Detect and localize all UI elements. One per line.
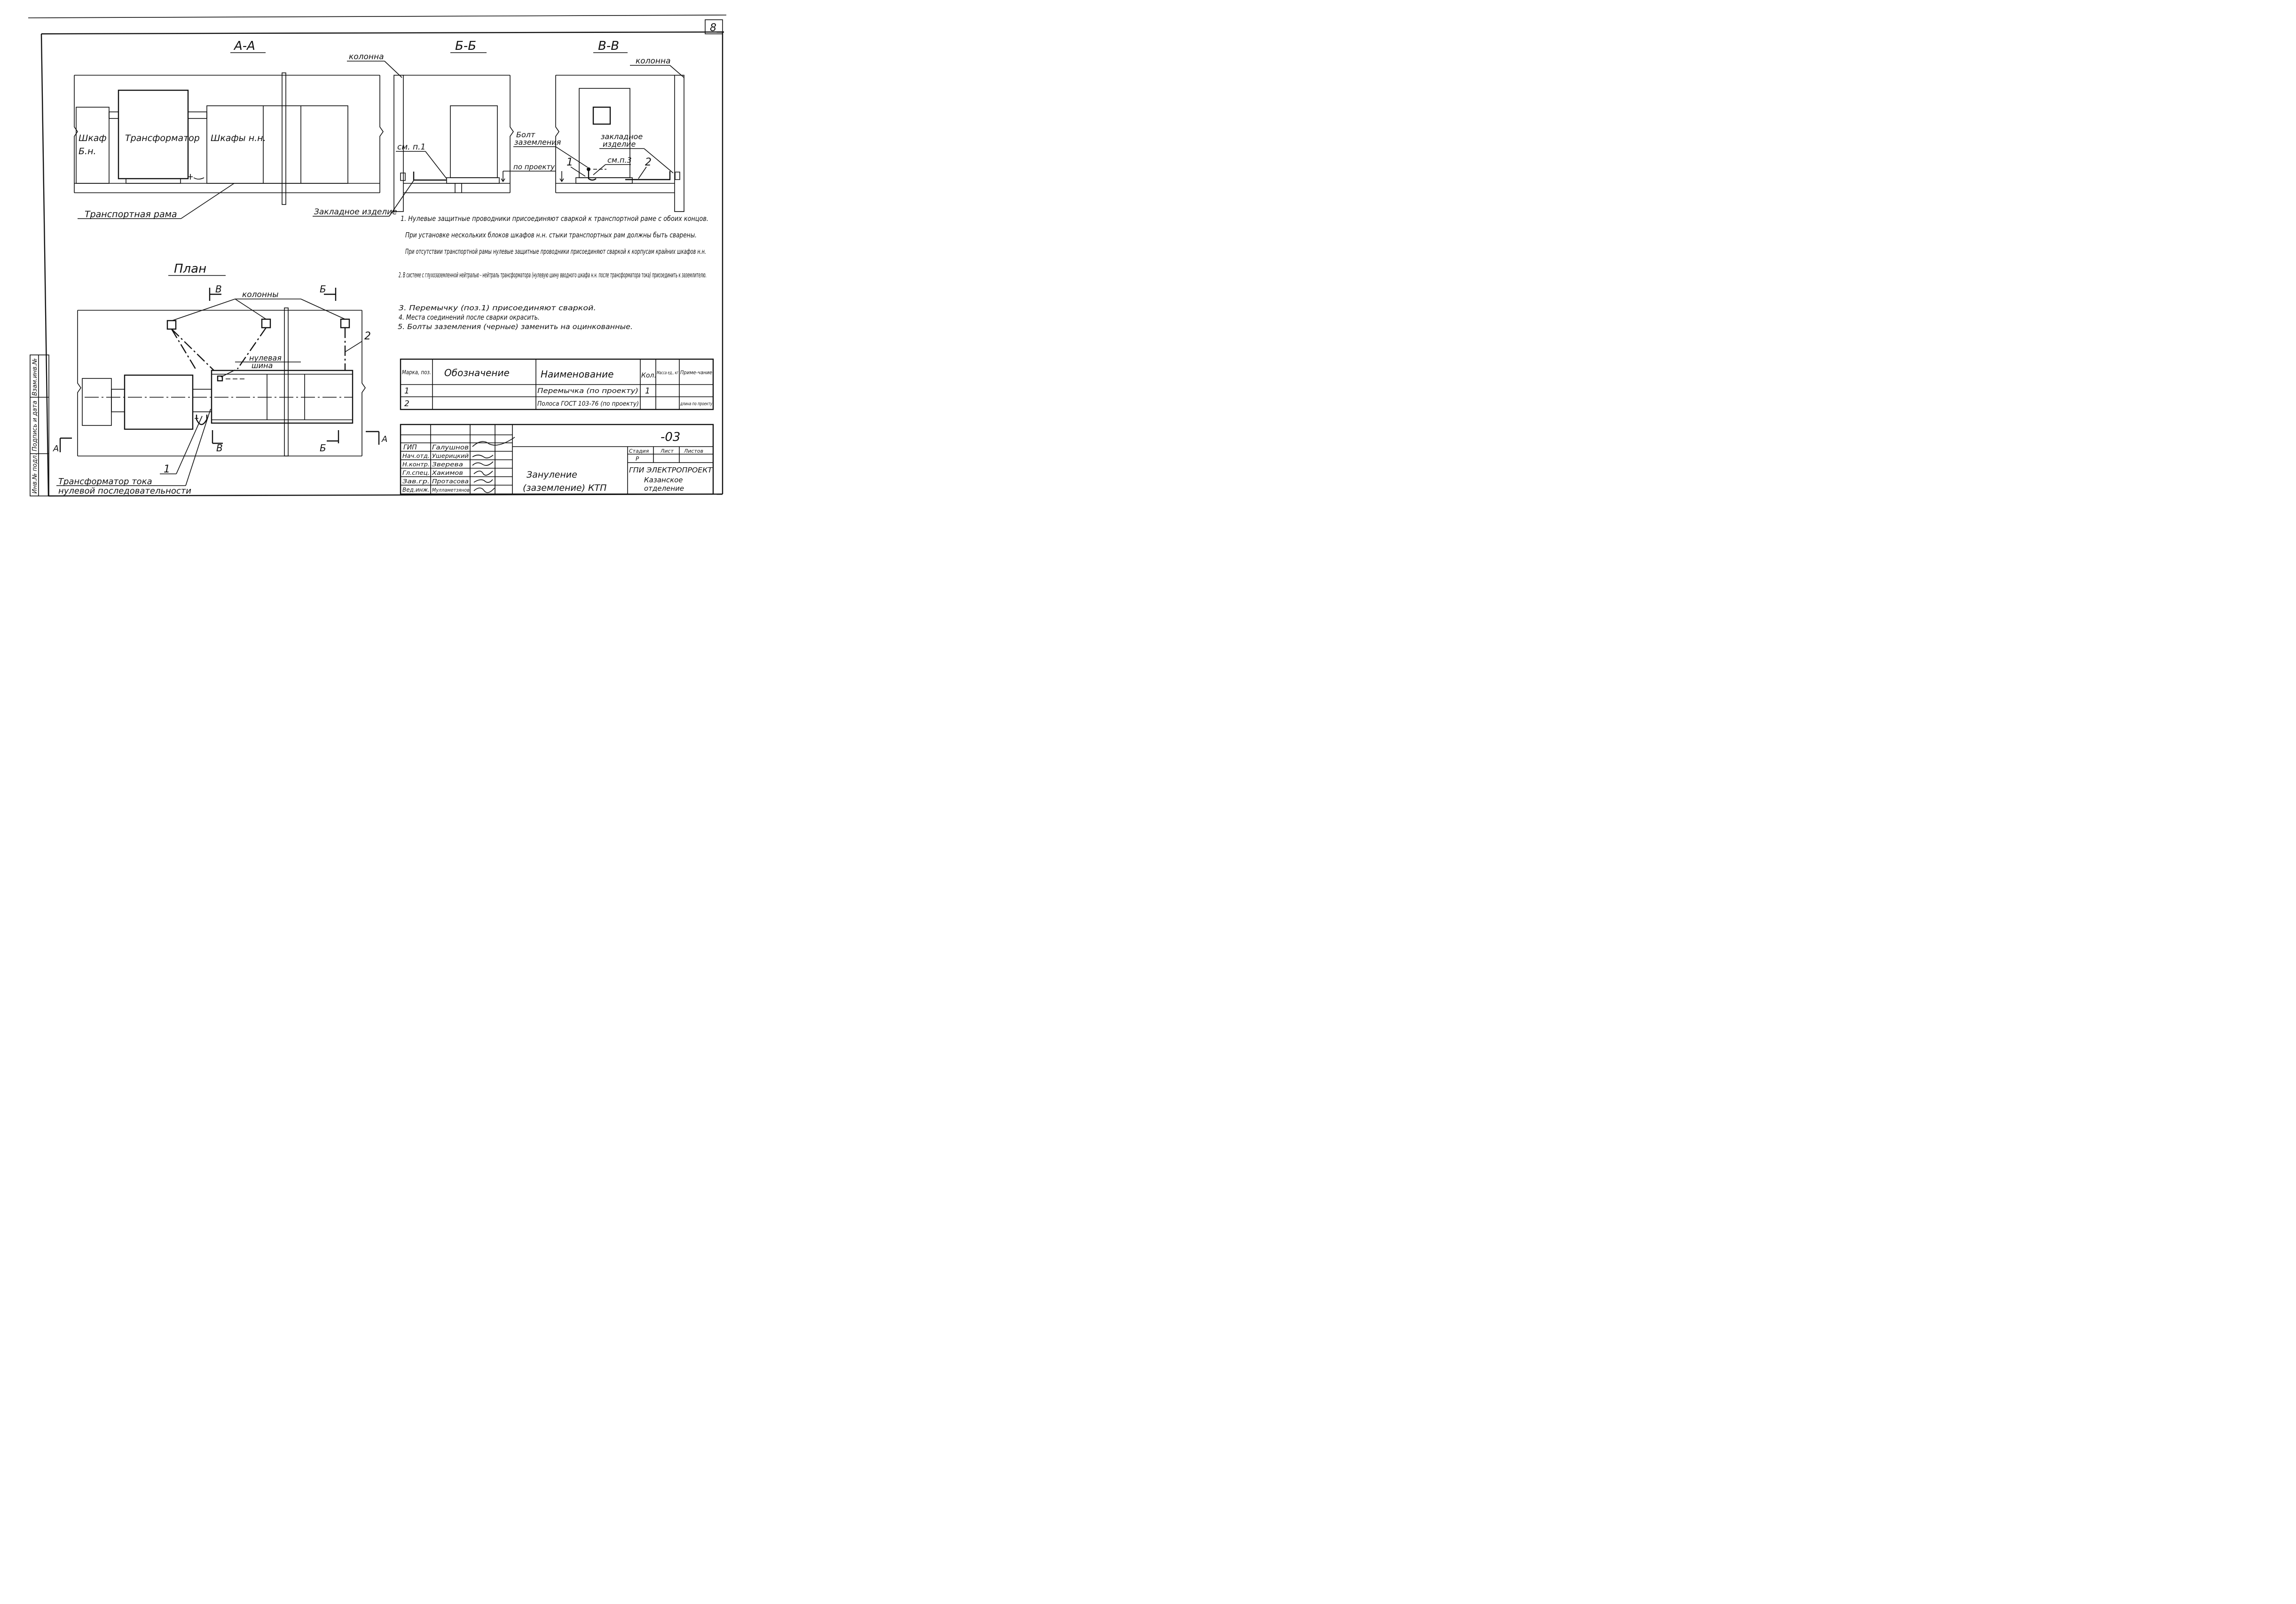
note-1: 1. Нулевые защитные проводники присоедин… [401, 214, 708, 223]
plan-column-2 [261, 318, 271, 329]
section-v-label-po-proektu: по проекту [513, 163, 555, 171]
section-v-label-see-p3: см.п.3 [607, 156, 632, 165]
spec-header-mark: Марка, поз. [402, 369, 431, 376]
plan-column-3 [340, 318, 350, 329]
spec-table: Марка, поз. Обозначение Наименование Кол… [400, 358, 714, 410]
sheet-number: 8 [710, 22, 716, 34]
section-a-a: А-А Шкаф Б.н. Трансформатор Шкафы н.н. Т… [74, 39, 384, 220]
stage-header: Стадия [629, 448, 649, 454]
role-n-kontr: Н.контр. [402, 461, 430, 468]
section-b-label-zakladnoe: Закладное изделие [314, 207, 397, 217]
role-gl-spec: Гл.спец. [402, 470, 430, 476]
spec-row1-mark: 1 [404, 386, 409, 396]
section-a-label-shkafy-nn: Шкафы н.н. [211, 133, 266, 143]
plan-label-tt-nul: нулевой последовательности [58, 486, 191, 496]
name-zav-gr: Протасова [432, 478, 469, 485]
name-gl-spec: Хакимов [432, 470, 463, 476]
section-v-label-zazemleniya: заземления [514, 138, 561, 147]
plan-label-tt: Трансформатор тока [58, 477, 152, 487]
section-v-title: В-В [598, 39, 619, 53]
section-a-label-bn: Б.н. [79, 146, 96, 157]
stage-value: Р [636, 456, 639, 462]
spec-header-mass: Масса ед., кг [657, 370, 678, 376]
plan-view: План колонны [53, 262, 387, 496]
plan-label-pos2: 2 [364, 330, 371, 342]
spec-row1-qty: 1 [645, 386, 650, 396]
section-b-title: Б-Б [455, 39, 476, 53]
spec-header-qty: Кол. [641, 372, 656, 379]
spec-row2-name: Полоса ГОСТ 103-76 (по проекту) [537, 401, 639, 408]
sheets-header: Листов [684, 448, 703, 454]
side-stamp-replace: Взам.инв.№ [31, 358, 39, 396]
plan-label-shina: шина [252, 361, 273, 370]
spec-header-name: Наименование [541, 369, 613, 380]
plan-label-pos1: 1 [164, 464, 170, 475]
spec-header-designation: Обозначение [444, 367, 510, 378]
role-nach-otd: Нач.отд. [402, 453, 430, 459]
plan-mark-b-top: Б [320, 283, 326, 295]
note-1-cont-a: При установке нескольких блоков шкафов н… [405, 231, 697, 239]
plan-column-1 [166, 320, 177, 330]
org-line-2: Казанское [644, 476, 683, 484]
title-line-1: Зануление [527, 470, 577, 480]
plan-label-nulevaya: нулевая [249, 354, 282, 362]
note-5: 5. Болты заземления (черные) заменить на… [398, 322, 633, 331]
plan-mark-a-left: А [53, 444, 59, 454]
role-gip: ГИП [403, 444, 417, 451]
plan-label-kolonny: колонны [242, 290, 279, 299]
section-a-title: А-А [233, 39, 255, 53]
org-line-1: ГПИ ЭЛЕКТРОПРОЕКТ [629, 466, 713, 474]
section-v-label-pos2: 2 [645, 157, 652, 168]
side-stamp: Инв.№ подл. Подпись и дата Взам.инв.№ [30, 354, 49, 496]
spec-row2-mark: 2 [404, 399, 409, 409]
plan-mark-a-right: А [381, 434, 387, 444]
spec-header-note: Приме-чание [680, 370, 712, 376]
note-1-cont-b: При отсутствии транспортной рамы нулевые… [405, 247, 706, 256]
role-zav-gr: Зав.гр. [402, 478, 430, 485]
section-a-label-shkaf: Шкаф [79, 133, 107, 143]
section-v-label-kolonna: колонна [636, 56, 671, 66]
note-3: 3. Перемычку (поз.1) присоединяют сварко… [399, 304, 596, 312]
plan-mark-v-bottom: В [216, 442, 223, 454]
note-2: 2. В системе с глухозаземленной нейтраль… [399, 271, 707, 279]
spec-row2-note: длина по проекту [680, 401, 712, 407]
technical-drawing: 8 Инв.№ подл. Подпись и дата Взам.инв.№ … [28, 15, 727, 497]
name-ved-inzh: Мулламетзянов [432, 487, 470, 493]
title-line-2: (заземление) КТП [523, 483, 606, 493]
side-stamp-sign: Подпись и дата [31, 401, 39, 451]
name-gip: Галушнов [432, 444, 469, 451]
section-b-label-see-p1: см. п.1 [397, 142, 425, 152]
title-block: -03 ГИП Нач.отд. Н.контр. Гл.спец. Зав.г… [400, 424, 714, 495]
side-stamp-inv: Инв.№ подл. [31, 453, 39, 494]
section-v-label-pos1: 1 [566, 157, 573, 168]
name-nach-otd: Ушерицкий [432, 453, 469, 459]
signature-scribbles [472, 437, 515, 493]
section-v-label-izdelie: изделие [603, 140, 636, 149]
plan-title: План [174, 262, 206, 276]
name-n-kontr: Зверева [432, 461, 463, 468]
role-ved-inzh: Вед.инж. [402, 487, 430, 493]
section-v-label-zakladnoe: заклaдное [601, 132, 643, 141]
section-a-label-rama: Транспортная рама [85, 209, 177, 220]
section-v-v: В-В колонна Болт заземления по проекту з… [501, 39, 684, 212]
section-b-b: Б-Б колонна см. п.1 Закладное изделие [313, 39, 514, 217]
org-line-3: отделение [644, 484, 684, 493]
section-v-label-bolt: Болт [516, 130, 535, 139]
sheet-header: Лист [660, 448, 674, 454]
note-4: 4. Места соединений после сварки окрасит… [399, 313, 540, 322]
section-b-label-kolonna: колонна [349, 52, 384, 62]
section-a-label-transformer: Трансформатор [125, 133, 200, 143]
plan-mark-v-top: В [215, 283, 222, 295]
title-code: -03 [660, 430, 680, 444]
notes: 1. Нулевые защитные проводники присоедин… [398, 214, 708, 331]
plan-mark-b-bottom: Б [320, 442, 326, 454]
spec-row1-name: Перемычка (по проекту) [537, 387, 638, 395]
